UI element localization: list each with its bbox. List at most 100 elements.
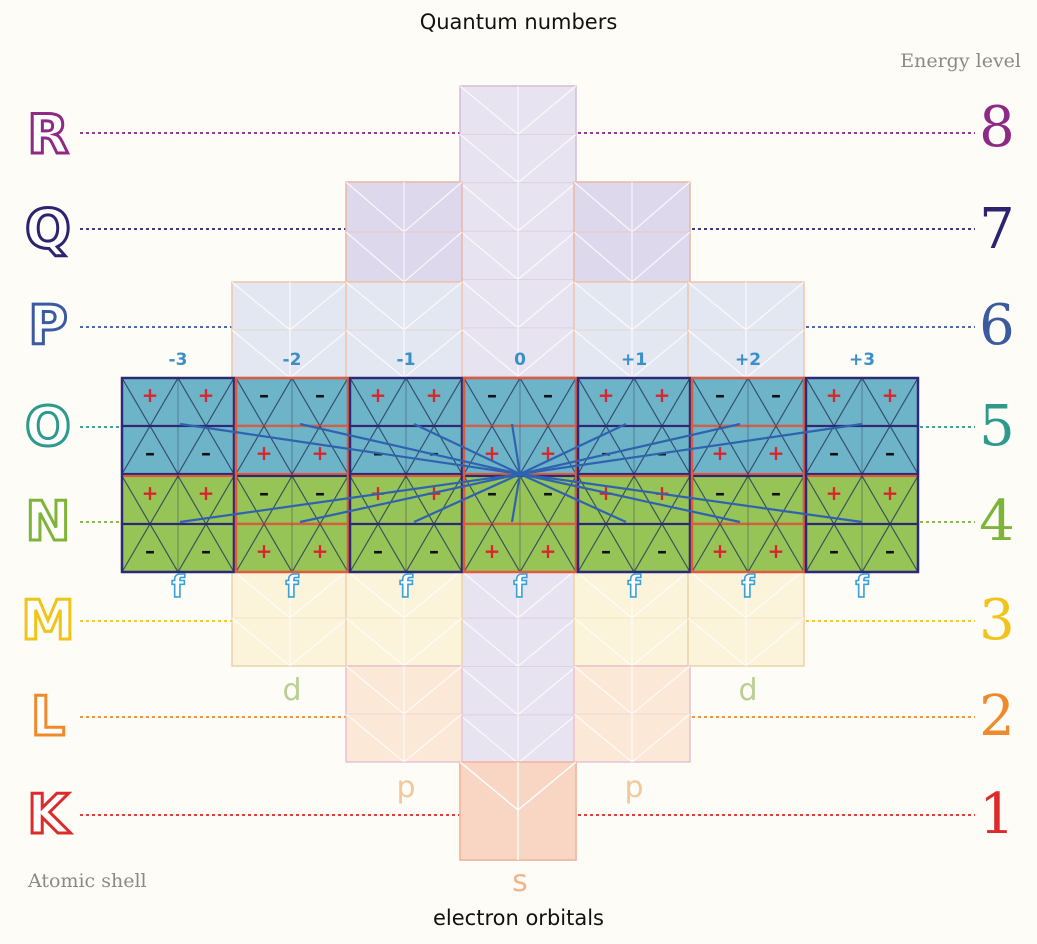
orbital-sign: –: [201, 441, 211, 465]
orbital-sign: +: [882, 481, 899, 505]
orbital-sign: –: [601, 539, 611, 563]
magnetic-number-0: 0: [514, 350, 526, 370]
energy-level-1: 1: [979, 782, 1015, 847]
orbital-sign: –: [145, 441, 155, 465]
s-orbital-label: s: [512, 864, 528, 899]
orbital-sign: +: [198, 383, 215, 407]
orbital-sign: –: [315, 481, 325, 505]
orbital-sign: +: [712, 539, 729, 563]
connection-line: [519, 472, 863, 524]
f-orbital-column: ++––++––: [804, 376, 920, 574]
energy-level-caption: Energy level: [900, 50, 1021, 72]
orbital-sign: –: [487, 481, 497, 505]
orbital-sign: –: [259, 481, 269, 505]
background-orbital-block: [345, 281, 463, 379]
shell-label-p: P: [27, 294, 70, 357]
f-orbital-frame: [348, 376, 464, 574]
background-orbital-block: [573, 181, 691, 283]
orbital-sign: –: [829, 539, 839, 563]
background-orbital-block: [345, 665, 463, 763]
f-orbital-column: ++––++––: [120, 376, 236, 574]
connection-line: [519, 472, 627, 524]
orbital-sign: –: [771, 383, 781, 407]
center-node: [517, 471, 523, 477]
connection-line: [179, 422, 521, 476]
energy-level-2: 2: [979, 684, 1015, 749]
atomic-shell-caption: Atomic shell: [28, 870, 147, 892]
magnetic-number-neg2: -2: [282, 350, 302, 370]
f-orbital-label: f: [741, 569, 756, 606]
background-orbital-block: [573, 569, 691, 667]
connection-line: [519, 472, 741, 524]
shell-label-o: O: [24, 395, 73, 458]
electron-orbitals-caption: electron orbitals: [433, 906, 604, 930]
background-orbital-block: [231, 569, 349, 667]
orbital-sign: –: [487, 383, 497, 407]
orbital-sign: +: [426, 383, 443, 407]
energy-level-6: 6: [979, 293, 1015, 358]
connection-line: [519, 423, 627, 475]
shell-label-m: M: [20, 589, 77, 652]
orbital-sign: +: [540, 539, 557, 563]
orbital-sign: +: [882, 383, 899, 407]
energy-level-3: 3: [979, 588, 1015, 653]
orbital-sign: +: [712, 441, 729, 465]
orbital-sign: +: [256, 539, 273, 563]
f-orbital-frame: [120, 376, 236, 574]
connection-line: [510, 473, 522, 523]
energy-level-5: 5: [979, 394, 1015, 459]
shell-label-n: N: [24, 490, 72, 553]
magnetic-number-neg1: -1: [396, 350, 416, 370]
background-orbital-block: [573, 281, 691, 379]
orbital-sign: –: [373, 539, 383, 563]
magnetic-number-pos2: +2: [734, 350, 762, 370]
background-orbital-block: [345, 181, 463, 283]
energy-level-7: 7: [979, 197, 1015, 262]
f-orbital-column: ––++––++: [462, 376, 578, 574]
f-orbital-label: f: [855, 569, 870, 606]
f-orbital-label: f: [285, 569, 300, 606]
connection-line: [519, 422, 741, 476]
f-orbital-label: f: [627, 569, 642, 606]
orbital-sign: –: [715, 383, 725, 407]
f-orbital-column: ––++––++: [690, 376, 806, 574]
orbital-sign: –: [259, 383, 269, 407]
orbital-sign: –: [429, 539, 439, 563]
connection-line: [413, 423, 521, 475]
background-orbital-block: [687, 569, 805, 667]
shell-label-q: Q: [24, 198, 73, 261]
connection-line: [299, 472, 521, 524]
orbital-sign: +: [654, 383, 671, 407]
f-orbital-frame: [462, 376, 578, 574]
orbital-sign: +: [312, 539, 329, 563]
f-orbital-frame: [804, 376, 920, 574]
orbital-sign: –: [201, 539, 211, 563]
connection-line: [179, 472, 521, 524]
orbital-sign: +: [312, 441, 329, 465]
d-orbital-label: d: [282, 673, 302, 708]
orbital-sign: +: [484, 539, 501, 563]
f-orbital-label: f: [513, 569, 528, 606]
orbital-sign: +: [826, 481, 843, 505]
p-orbital-label: p: [396, 770, 416, 805]
connection-line: [519, 422, 863, 476]
energy-level-8: 8: [979, 95, 1015, 160]
p-orbital-label: p: [624, 770, 644, 805]
orbital-sign: –: [829, 441, 839, 465]
orbital-sign: +: [142, 481, 159, 505]
orbital-sign: –: [145, 539, 155, 563]
orbital-sign: +: [598, 383, 615, 407]
f-orbital-column: ++––++––: [576, 376, 692, 574]
orbital-sign: –: [885, 539, 895, 563]
f-orbital-label: f: [399, 569, 414, 606]
orbital-sign: +: [826, 383, 843, 407]
s-orbital-facet: [459, 761, 577, 860]
f-orbital-column: – – + + – – + +: [234, 376, 350, 574]
magnetic-number-neg3: -3: [168, 350, 188, 370]
orbital-sign: –: [315, 383, 325, 407]
orbital-sign: +: [256, 441, 273, 465]
f-orbital-label: f: [171, 569, 186, 606]
orbital-sign: –: [601, 441, 611, 465]
energy-level-4: 4: [979, 489, 1015, 554]
